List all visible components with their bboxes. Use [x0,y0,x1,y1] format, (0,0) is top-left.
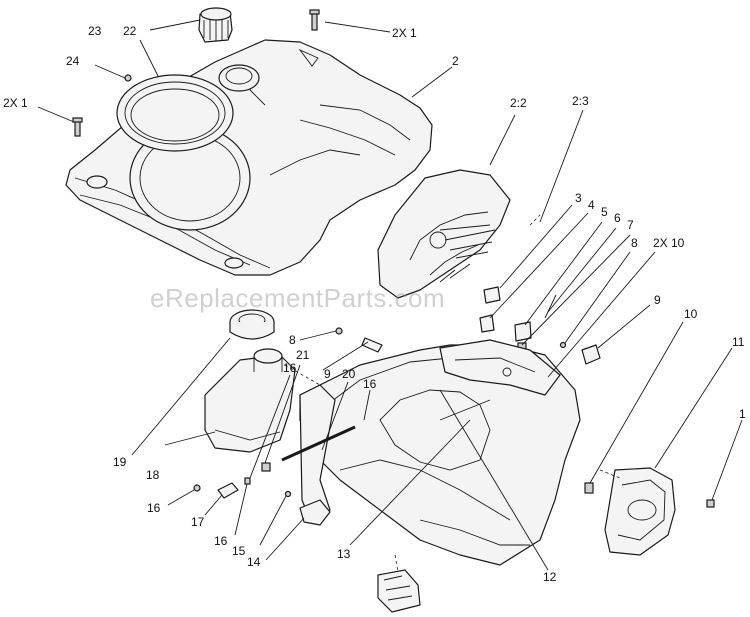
callout-2-2: 2:2 [510,96,527,110]
callout-4: 4 [588,198,595,212]
callout-16-left: 16 [147,501,161,515]
callout-24: 24 [66,54,80,68]
callout-14: 14 [247,555,261,569]
callout-1-right: 1 [739,407,746,421]
callout-18: 18 [146,468,160,482]
callout-9-right: 9 [654,293,661,307]
callout-2-3: 2:3 [572,94,589,108]
callout-6: 6 [614,211,621,225]
callout-8-left: 8 [289,333,296,347]
callout-2x10: 2X 10 [653,236,685,250]
leader-lines [37,19,743,571]
callout-7: 7 [627,218,634,232]
callout-20: 20 [342,367,356,381]
callout-2x1-top: 2X 1 [392,26,417,40]
bottom-bracket-part [377,569,421,613]
ring-gasket-part [116,74,234,152]
callout-5: 5 [601,205,608,219]
callout-3: 3 [575,191,582,205]
callout-17: 17 [191,515,205,529]
screw-parts [72,9,715,508]
callout-16-bottom: 16 [214,534,228,548]
callout-8-right: 8 [631,236,638,250]
callout-12: 12 [543,570,557,584]
callout-13: 13 [337,547,351,561]
callout-15: 15 [232,544,246,558]
callout-10: 10 [684,307,698,321]
rod-parts [193,327,383,526]
grille-panel-part [377,169,511,299]
watermark-text: eReplacementParts.com [150,283,446,313]
callout-11: 11 [732,335,745,349]
callout-16-top: 16 [283,361,297,375]
chute-part [604,467,676,556]
callout-22: 22 [123,24,137,38]
callout-9-left: 9 [324,367,331,381]
callout-23: 23 [88,24,102,38]
small-fittings-parts [479,286,601,494]
callout-16-mid: 16 [363,377,377,391]
callout-2: 2 [452,54,459,68]
callout-2x1-left: 2X 1 [3,96,28,110]
collar-part [229,309,275,340]
lower-housing-part [299,339,581,566]
tank-part [204,348,296,453]
callout-21: 21 [296,348,310,362]
upper-housing-part [65,39,433,276]
callout-19: 19 [113,455,127,469]
cap-part [198,7,233,43]
